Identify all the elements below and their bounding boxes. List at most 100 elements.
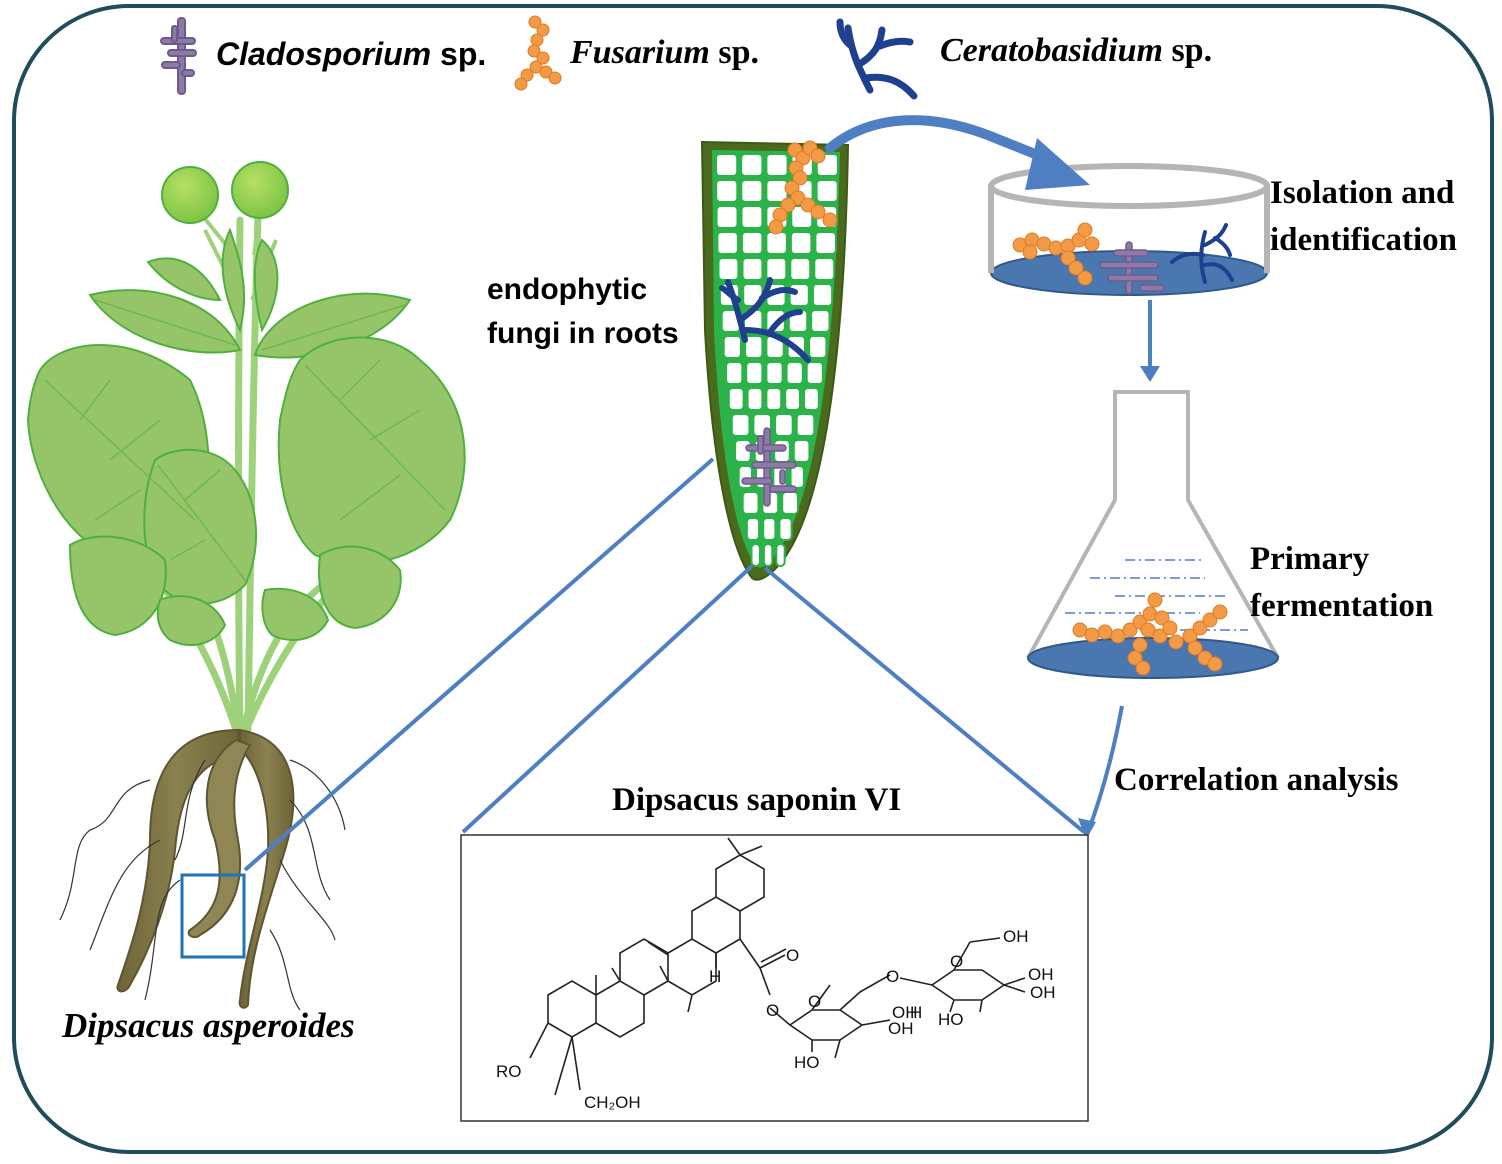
isolation-label: Isolation and identification xyxy=(1270,170,1457,264)
root-cell xyxy=(741,491,760,515)
arrow-to-dish xyxy=(825,115,1055,165)
legend-ceratobasidium-name: Ceratobasidium xyxy=(940,32,1163,69)
legend-fusarium-name: Fusarium xyxy=(570,34,710,71)
chem-label-o-ring2: O xyxy=(950,952,963,971)
root-cell xyxy=(808,335,828,359)
chem-labels: RO CH₂OH H O O O O O OH OH H HO HO OH OH… xyxy=(496,927,1056,1112)
root-cell xyxy=(740,205,764,229)
root-cell xyxy=(789,257,812,281)
plant-name-label: Dipsacus asperoides xyxy=(62,1006,355,1045)
legend-ceratobasidium: Ceratobasidium sp. xyxy=(940,32,1212,70)
root-cell xyxy=(788,283,810,307)
leaf-icon xyxy=(261,587,330,641)
root-cell xyxy=(813,257,836,281)
root-cell xyxy=(716,231,739,255)
chem-label-o-ring1: O xyxy=(808,992,821,1011)
root-cell xyxy=(717,257,740,281)
primary-label-line2: fermentation xyxy=(1250,588,1434,624)
legend-ceratobasidium-suffix: sp. xyxy=(1162,32,1213,69)
root-cell xyxy=(789,465,805,489)
root-cell xyxy=(765,153,789,177)
root-cell xyxy=(778,517,793,541)
root-cell xyxy=(803,387,820,411)
fusarium-icon xyxy=(514,15,562,91)
arrowhead-icon xyxy=(1078,818,1096,840)
root-cell xyxy=(740,153,764,177)
ceratobasidium-icon xyxy=(836,18,918,100)
flower-head-icon xyxy=(161,166,219,224)
root-cell xyxy=(725,361,744,385)
root-cell xyxy=(745,517,761,541)
root-cell xyxy=(730,413,751,437)
chem-label-ch2oh: CH₂OH xyxy=(584,1093,641,1112)
chem-label-h-2: H xyxy=(910,1003,922,1022)
fusarium-in-root xyxy=(768,140,838,235)
root-cell xyxy=(781,491,800,515)
root-cell xyxy=(792,439,811,463)
chem-label-oh-1: OH xyxy=(888,1019,914,1038)
fermentation-flask xyxy=(1026,390,1280,679)
endophytic-label: endophytic fungi in roots xyxy=(487,268,679,356)
root-cell xyxy=(811,283,834,307)
endophytic-label-line1: endophytic xyxy=(487,273,648,306)
correlation-analysis-label: Correlation analysis xyxy=(1114,762,1399,798)
chem-label-oh-3: OH xyxy=(1003,927,1029,946)
root-cell xyxy=(762,517,777,541)
root-cell xyxy=(750,543,761,567)
isolation-label-line1: Isolation and xyxy=(1270,175,1455,211)
isolation-label-line2: identification xyxy=(1270,222,1457,258)
root-cell xyxy=(784,387,802,411)
legend-cladosporium-suffix: sp. xyxy=(431,36,487,72)
primary-fermentation-label: Primary fermentation xyxy=(1250,536,1433,630)
legend-cladosporium: Cladosporium sp. xyxy=(216,36,486,73)
root-highlight-box xyxy=(180,873,246,959)
root-cell xyxy=(810,309,831,333)
root-cell xyxy=(765,257,788,281)
primary-label-line1: Primary xyxy=(1250,541,1370,577)
chem-label-o-ester: O xyxy=(766,1001,779,1020)
root-cell xyxy=(746,387,764,411)
endophytic-label-line2: fungi in roots xyxy=(487,317,679,350)
root-cell xyxy=(744,335,764,359)
root-cell xyxy=(762,543,774,567)
root-cell xyxy=(715,179,739,203)
leaf-icon xyxy=(221,227,246,333)
root-cell xyxy=(722,335,743,359)
leaf-icon xyxy=(253,292,412,359)
chem-label-oh-4: OH xyxy=(1028,965,1054,984)
root-cell xyxy=(715,205,739,229)
chem-label-ho-1: HO xyxy=(794,1053,820,1072)
root-cell xyxy=(765,387,783,411)
chem-label-ho-2: HO xyxy=(938,1010,964,1029)
chem-label-o-carbonyl: O xyxy=(786,946,799,965)
leaf-icon xyxy=(253,238,279,333)
leaf-icon xyxy=(318,545,402,630)
root-cell xyxy=(715,153,739,177)
root-cell xyxy=(774,413,794,437)
root-cell xyxy=(815,179,839,203)
root-cross-section xyxy=(700,140,850,581)
legend-fusarium-suffix: sp. xyxy=(709,34,759,71)
cladosporium-icon xyxy=(160,17,197,95)
chem-label-h: H xyxy=(709,967,721,986)
root-cell xyxy=(814,231,837,255)
root-cell xyxy=(765,231,788,255)
flower-head-icon xyxy=(231,161,289,219)
plant-roots xyxy=(59,728,346,1011)
leaf-icon xyxy=(146,257,222,302)
legend-fusarium: Fusarium sp. xyxy=(570,34,759,72)
legend-cladosporium-name: Cladosporium xyxy=(216,36,432,72)
leaf-icon xyxy=(68,535,167,637)
root-cell xyxy=(785,361,804,385)
connector-lines xyxy=(243,457,1086,872)
saponin-title: Dipsacus saponin VI xyxy=(612,782,902,818)
chemical-structure xyxy=(529,837,1026,1096)
chem-label-o-link: O xyxy=(886,967,899,986)
root-cell xyxy=(789,231,813,255)
root-cell xyxy=(805,361,824,385)
chem-label-ro: RO xyxy=(496,1062,522,1081)
arrowhead-icon xyxy=(1025,138,1090,190)
root-cell xyxy=(741,257,764,281)
